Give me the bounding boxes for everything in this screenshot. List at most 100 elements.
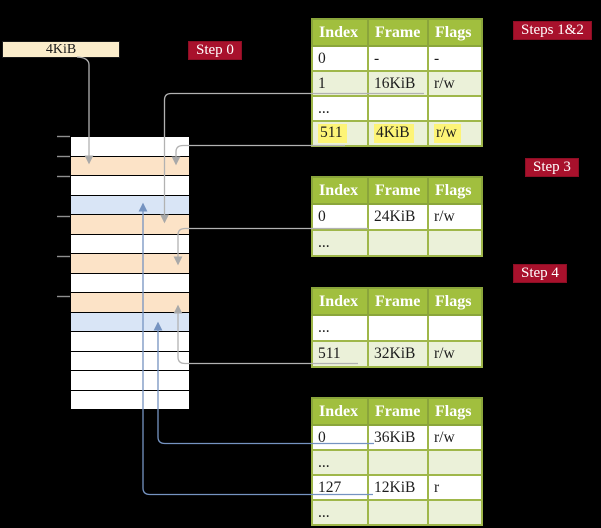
table-cell [427,229,483,257]
column-header: Frame [367,287,429,316]
table-cell: r [427,474,483,501]
table-row: ... [311,95,483,122]
table-cell [427,449,483,476]
cell-text: r/w [434,74,455,92]
table-row: 127 12KiB r [311,474,483,501]
table-cell: 127 [311,474,369,501]
cell-text: 0 [318,428,326,446]
table-cell: ... [311,229,369,257]
memory-frame-row [71,273,189,293]
column-header: Index [311,397,369,426]
column-header: Flags [427,397,483,426]
table-cell [427,499,483,526]
cell-text: 12KiB [374,478,416,496]
cell-text: r [434,478,440,496]
cell-text: 32KiB [374,345,416,362]
table-cell [367,95,429,122]
table-cell: ... [311,449,369,476]
cell-text: 127 [318,478,342,496]
table-cell: r/w [427,340,483,368]
table-cell: 0 [311,203,369,231]
highlighted-cell-text: 511 [318,124,347,143]
table-cell: ... [311,499,369,526]
column-header: Index [311,18,369,47]
memory-frame-row [71,332,189,352]
table-cell: r/w [427,203,483,231]
pt1-entry511-arrow [171,144,345,166]
table-cell [367,314,429,342]
cell-text: - [434,49,440,67]
column-header: Frame [367,397,429,426]
table-cell: 24KiB [367,203,429,231]
table-cell: 12KiB [367,474,429,501]
cell-text: 511 [318,345,341,362]
table-row: 0-- [311,45,483,72]
step-4-label: Step 4 [513,264,567,283]
table-row: 511 4KiB r/w [311,120,483,147]
cell-text: ... [318,503,330,521]
physical-memory-strip [70,136,190,410]
column-header: Flags [427,18,483,47]
table-cell: - [367,45,429,72]
table-cell: r/w [427,70,483,97]
cell-text: - [374,49,380,67]
table-cell: r/w [427,424,483,451]
cell-text: 0 [318,208,326,225]
table-cell: 1 [311,70,369,97]
step-0-label: Step 0 [188,41,242,60]
cell-text: ... [318,99,330,117]
frame-size-box: 4KiB [2,41,120,58]
table-cell: 4KiB [367,120,429,147]
table-cell [367,499,429,526]
table-cell: 0 [311,424,369,451]
table-row: ... [311,499,483,526]
table-cell: 32KiB [367,340,429,368]
table-cell [427,95,483,122]
column-header: Index [311,176,369,205]
column-header: Frame [367,176,429,205]
strip-tick-marks [57,135,70,298]
table-cell [367,449,429,476]
table-cell: ... [311,314,369,342]
highlighted-cell-text: 4KiB [374,124,414,143]
memory-frame-row [71,234,189,254]
steps-1-2-label: Steps 1&2 [513,21,592,40]
table-row: ... [311,449,483,476]
cell-text: 1 [318,74,326,92]
memory-frame-row [71,371,189,391]
memory-frame-row [71,195,189,215]
cell-text: ... [318,234,330,251]
memory-frame-row [71,293,189,313]
table-cell: - [427,45,483,72]
highlighted-cell-text: r/w [434,124,461,143]
table-cell: 511 [311,340,369,368]
memory-frame-row [71,390,189,409]
cell-text: r/w [434,428,455,446]
table-row: 511 32KiB r/w [311,340,483,368]
column-header: Index [311,287,369,316]
memory-frame-row [71,215,189,235]
table-cell: 16KiB [367,70,429,97]
table-row: ... [311,229,483,257]
table-cell: ... [311,95,369,122]
step-3-label: Step 3 [525,158,579,177]
table-row: 1 16KiB r/w [311,70,483,97]
table-row: ... [311,314,483,342]
memory-frame-row [71,176,189,196]
cell-text: ... [318,319,330,336]
cell-text: r/w [434,345,455,362]
memory-frame-row [71,156,189,176]
column-header: Frame [367,18,429,47]
memory-frame-row [71,312,189,332]
cell-text: 16KiB [374,74,416,92]
